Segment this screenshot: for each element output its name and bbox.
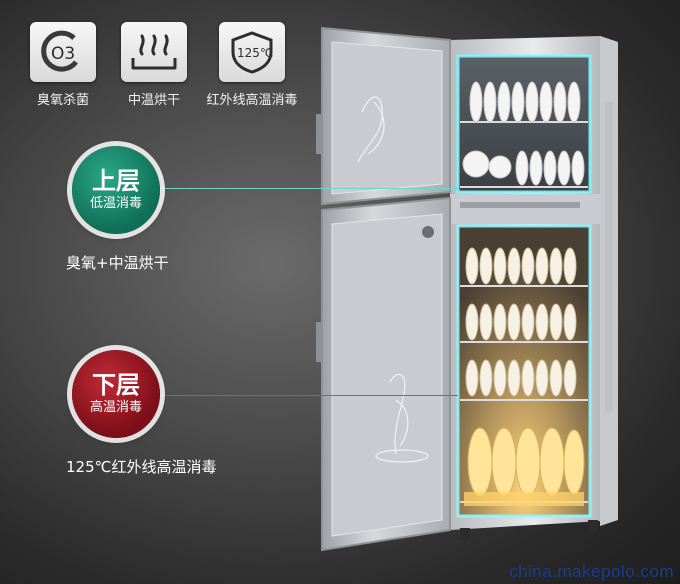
watermark: china.makepolo.com [509,562,674,581]
lower-tier-title: 下层 [92,371,140,399]
feature-drying: 中温烘干 [109,22,199,108]
heat-wave-icon [121,22,187,82]
feature-infrared: 125℃ 红外线高温消毒 [196,22,308,108]
ozone-icon-text: O3 [51,44,75,64]
upper-tier-subtitle: 低温消毒 [89,196,142,211]
ozone-o3-icon: O3 [30,22,96,82]
lower-tier-subtitle: 高温消毒 [89,400,142,415]
upper-tier-description: 臭氧+中温烘干 [66,254,169,272]
upper-tier-badge: 上层 低温消毒 [72,146,160,234]
feature-drying-label: 中温烘干 [127,93,180,108]
upper-tier-title: 上层 [92,167,140,195]
feature-infrared-label: 红外线高温消毒 [206,93,298,108]
disinfection-cabinet-illustration [316,26,618,552]
thermometer-125-icon: 125℃ [219,22,285,82]
infrared-icon-text: 125℃ [237,46,273,60]
lower-tier-leader-line [158,395,458,396]
feature-ozone: O3 臭氧杀菌 [18,22,108,108]
feature-ozone-label: 臭氧杀菌 [36,93,89,108]
lower-tier-badge: 下层 高温消毒 [72,350,160,438]
lower-tier-description: 125℃红外线高温消毒 [66,458,217,476]
upper-tier-leader-line [158,188,458,189]
